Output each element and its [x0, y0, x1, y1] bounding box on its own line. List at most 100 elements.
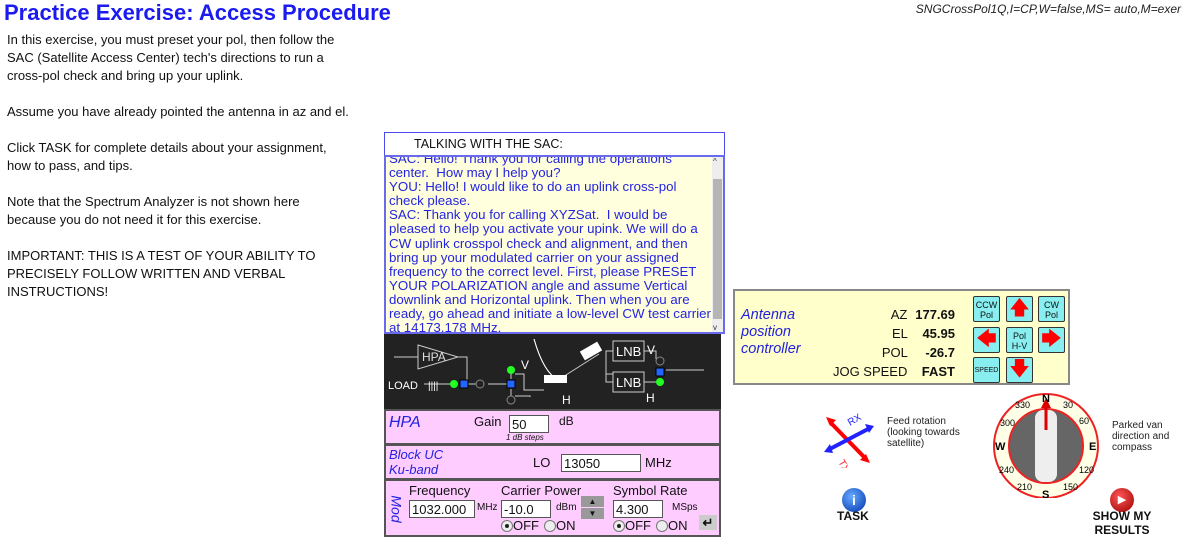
svg-text:H: H — [562, 393, 571, 407]
controller-title-line: controller — [741, 341, 801, 357]
intro-paragraph: Note that the Spectrum Analyzer is not s… — [7, 194, 300, 227]
sac-header: TALKING WITH THE SAC: — [384, 132, 725, 156]
sac-conversation[interactable]: SAC: Hello! Thank you for calling the op… — [384, 155, 725, 334]
carrier-on-radio[interactable]: ON — [544, 518, 576, 533]
hpa-panel: HPA Gain 50 dB 1 dB steps — [384, 409, 721, 445]
intro-paragraph: Click TASK for complete details about yo… — [7, 140, 327, 173]
enter-button[interactable]: ↵ — [699, 515, 717, 530]
controller-title-line: Antenna — [741, 307, 796, 323]
el-value: 45.95 — [922, 326, 955, 341]
controller-title-line: position — [741, 324, 791, 340]
svg-text:||||: |||| — [428, 381, 438, 392]
power-down-button[interactable]: ▼ — [581, 508, 604, 519]
gain-hint: 1 dB steps — [506, 433, 544, 442]
lo-input[interactable]: 13050 — [561, 454, 641, 472]
up-arrow-button[interactable]: 🡅 — [1006, 296, 1033, 322]
feed-rotation-icon: RX TX — [824, 412, 874, 468]
button-label: H-V — [1011, 341, 1028, 351]
radio-label: OFF — [625, 518, 651, 533]
svg-text:TX: TX — [835, 458, 851, 468]
radio-label: ON — [668, 518, 688, 533]
compass-caption: Parked van direction and compass — [1112, 420, 1170, 453]
button-label: Pol — [1012, 331, 1026, 341]
svg-text:N: N — [1042, 393, 1050, 405]
hpa-label: HPA — [389, 414, 421, 431]
svg-text:HPA: HPA — [422, 350, 446, 364]
radio-label: OFF — [513, 518, 539, 533]
svg-text:V: V — [521, 358, 529, 372]
symbol-rate-label: Symbol Rate — [613, 483, 688, 498]
speed-button[interactable]: SPEED — [973, 357, 1000, 383]
svg-text:H: H — [646, 391, 655, 405]
lo-unit: MHz — [645, 455, 672, 470]
radio-icon — [656, 520, 668, 532]
frequency-label: Frequency — [409, 483, 471, 498]
right-arrow-button[interactable]: 🡆 — [1038, 327, 1065, 353]
readouts: AZ 177.69 EL 45.95 POL -26.7 JOG SPEED F… — [815, 305, 955, 381]
carrier-power-input[interactable]: -10.0 — [501, 500, 551, 518]
show-results-button[interactable]: SHOW MY RESULTS — [1092, 509, 1152, 537]
gain-input[interactable]: 50 — [509, 415, 549, 433]
button-label: Pol — [979, 310, 993, 320]
scrollbar[interactable]: ^ v — [712, 157, 723, 332]
mod-label: Mod — [388, 495, 405, 523]
feed-rotation-caption: Feed rotation (looking towards satellite… — [887, 416, 960, 449]
carrier-power-label: Carrier Power — [501, 483, 582, 498]
button-label: CW — [1044, 300, 1059, 310]
sac-text: SAC: Hello! Thank you for calling the op… — [389, 155, 711, 334]
carrier-power-unit: dBm — [556, 502, 577, 513]
svg-text:S: S — [1042, 489, 1049, 498]
scroll-thumb[interactable] — [713, 179, 722, 319]
down-arrow-button[interactable]: 🡇 — [1006, 357, 1033, 383]
svg-text:W: W — [995, 441, 1006, 453]
jog-value: FAST — [921, 364, 955, 379]
radio-icon — [544, 520, 556, 532]
svg-text:30: 30 — [1063, 400, 1073, 410]
symbol-rate-input[interactable]: 4.300 — [613, 500, 663, 518]
svg-text:150: 150 — [1063, 482, 1078, 492]
left-arrow-button[interactable]: 🡄 — [973, 327, 1000, 353]
scroll-down-icon[interactable]: v — [713, 323, 717, 332]
svg-text:RX: RX — [846, 412, 864, 429]
task-button[interactable]: TASK — [837, 509, 869, 523]
button-label: CCW — [975, 300, 998, 310]
pol-label: POL — [881, 345, 908, 360]
svg-text:120: 120 — [1079, 465, 1094, 475]
carrier-off-radio[interactable]: OFF — [501, 518, 539, 533]
svg-text:LNB: LNB — [616, 344, 641, 359]
scroll-up-icon[interactable]: ^ — [713, 157, 717, 166]
symbol-rate-unit: MSps — [672, 502, 698, 513]
mod-panel: Mod Frequency 1032.000 MHz Carrier Power… — [384, 479, 721, 537]
instructions: In this exercise, you must preset your p… — [7, 31, 352, 319]
frequency-unit: MHz — [477, 502, 498, 513]
modulation-on-radio[interactable]: ON — [656, 518, 688, 533]
modulation-off-radio[interactable]: OFF — [613, 518, 651, 533]
power-up-button[interactable]: ▲ — [581, 496, 604, 507]
svg-text:LNB: LNB — [616, 375, 641, 390]
lo-label: LO — [533, 455, 551, 470]
info-icon[interactable]: i — [842, 488, 866, 512]
svg-text:60: 60 — [1079, 416, 1089, 426]
frequency-input[interactable]: 1032.000 — [409, 500, 475, 518]
page-title: Practice Exercise: Access Procedure — [4, 0, 391, 25]
svg-text:E: E — [1089, 441, 1096, 453]
svg-text:240: 240 — [999, 465, 1014, 475]
pol-value: -26.7 — [925, 345, 955, 360]
play-icon[interactable]: ▶ — [1110, 488, 1134, 512]
buc-label-line: Ku-band — [389, 462, 439, 477]
radio-icon — [501, 520, 513, 532]
rf-chain-icon: HPA LOAD |||| V H LNB LNB V H — [388, 338, 704, 407]
az-value: 177.69 — [915, 307, 955, 322]
radio-label: ON — [556, 518, 576, 533]
svg-text:V: V — [647, 343, 655, 357]
jog-label: JOG SPEED — [832, 364, 908, 379]
buc-label-line: Block UC — [389, 447, 444, 462]
svg-text:LOAD: LOAD — [388, 380, 418, 392]
